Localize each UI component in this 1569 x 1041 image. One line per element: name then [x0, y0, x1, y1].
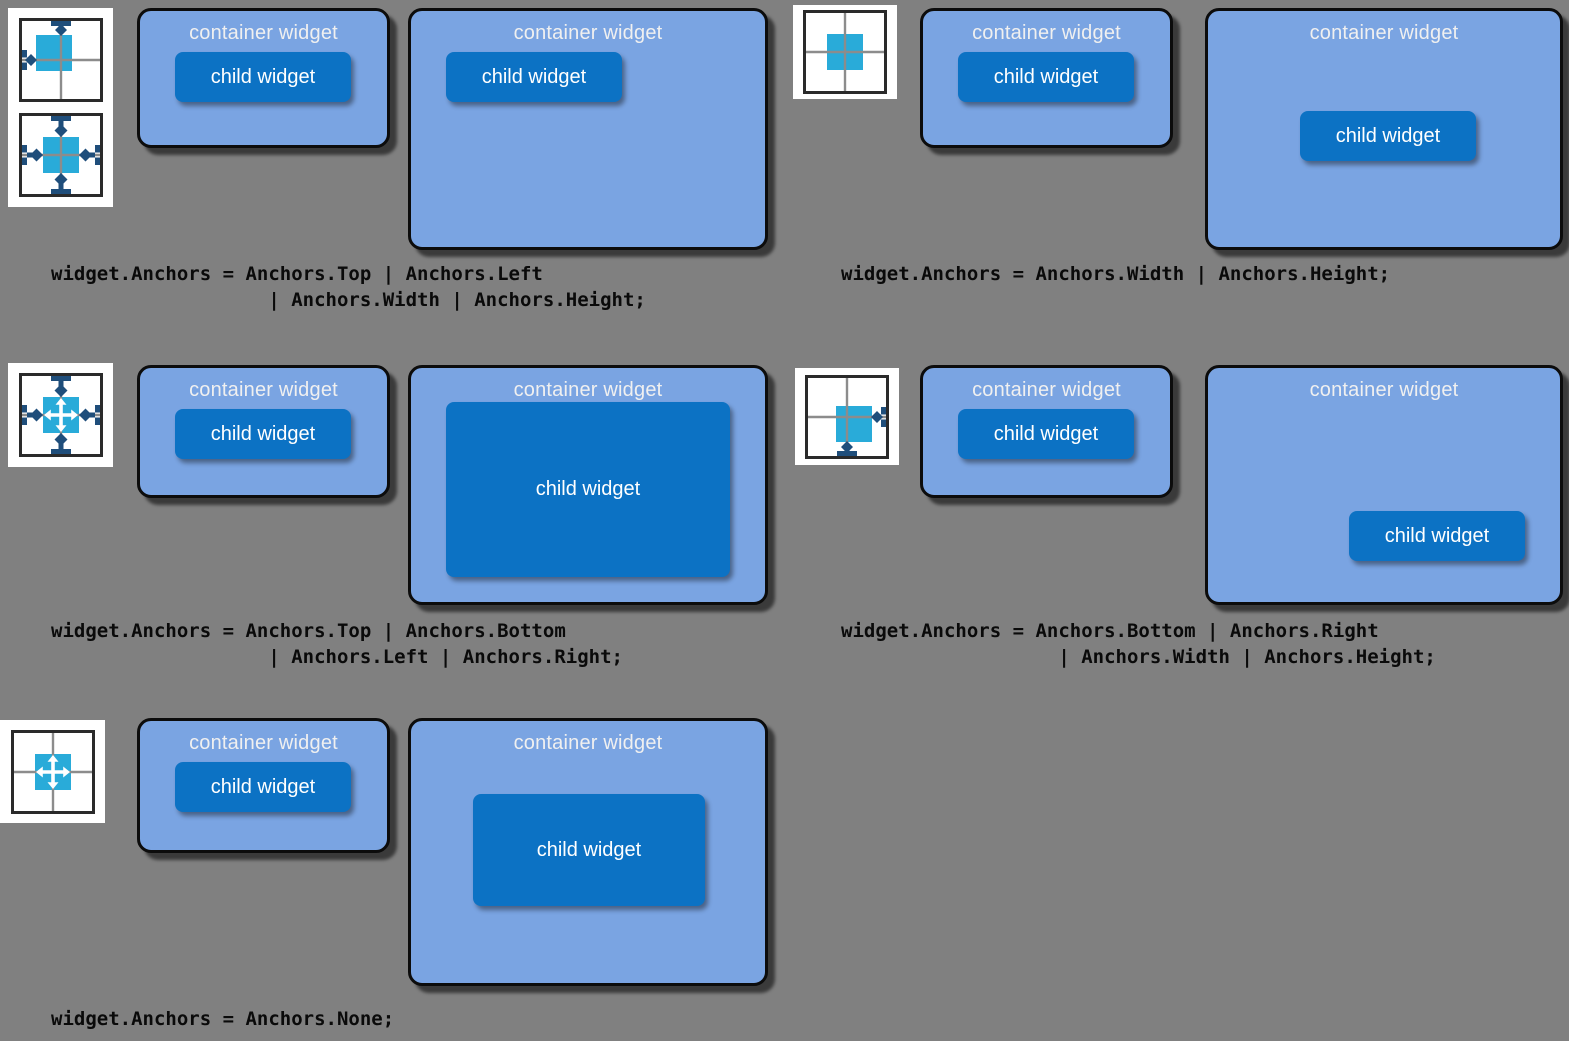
child-widget-label: child widget	[210, 65, 316, 88]
anchor-icons-card	[8, 363, 113, 467]
container-widget-label: container widget	[513, 379, 663, 401]
child-widget-label: child widget	[993, 422, 1099, 445]
container-widget-label: container widget	[513, 22, 663, 44]
code-snippet: widget.Anchors = Anchors.None;	[51, 1006, 394, 1032]
container-widget-small: container widget child widget	[920, 8, 1173, 148]
code-line: widget.Anchors = Anchors.Width | Anchors…	[841, 263, 1391, 285]
container-widget-label: container widget	[972, 22, 1121, 44]
code-snippet: widget.Anchors = Anchors.Width | Anchors…	[841, 261, 1390, 287]
child-widget: child widget	[1300, 111, 1476, 161]
anchors-all-edges-icon	[18, 112, 103, 197]
code-line: widget.Anchors = Anchors.Top | Anchors.L…	[51, 263, 543, 285]
container-widget-small: container widget child widget	[137, 365, 390, 498]
anchors-top-left-icon	[18, 18, 103, 103]
code-snippet: widget.Anchors = Anchors.Top | Anchors.B…	[51, 618, 623, 670]
container-widget-resized: container widget child widget	[408, 718, 768, 986]
child-widget: child widget	[175, 409, 351, 459]
anchors-bottom-right-icon	[805, 374, 889, 459]
child-widget-label: child widget	[535, 478, 641, 500]
child-widget-label: child widget	[210, 775, 316, 798]
child-widget: child widget	[473, 794, 705, 906]
child-widget-label: child widget	[481, 65, 587, 88]
container-widget-resized: container widget child widget	[408, 8, 768, 250]
child-widget-label: child widget	[1384, 524, 1490, 547]
anchor-icons-card	[8, 8, 113, 207]
child-widget: child widget	[958, 52, 1134, 102]
child-widget-label: child widget	[210, 422, 316, 445]
child-widget: child widget	[175, 52, 351, 102]
code-line: | Anchors.Width | Anchors.Height;	[51, 289, 646, 311]
child-widget: child widget	[446, 52, 622, 102]
anchor-icons-card	[0, 720, 105, 823]
container-widget-resized: container widget child widget	[408, 365, 768, 605]
container-widget-small: container widget child widget	[137, 8, 390, 148]
child-widget: child widget	[1349, 511, 1525, 561]
child-widget: child widget	[958, 409, 1134, 459]
anchor-icons-card	[793, 5, 897, 99]
anchors-all-edges-arrows-icon	[18, 373, 103, 457]
container-widget-label: container widget	[972, 379, 1121, 401]
child-widget-label: child widget	[993, 65, 1099, 88]
container-widget-label: container widget	[189, 732, 338, 754]
container-widget-label: container widget	[1309, 379, 1459, 401]
code-snippet: widget.Anchors = Anchors.Bottom | Anchor…	[841, 618, 1436, 670]
anchors-center-icon	[803, 10, 887, 94]
container-widget-label: container widget	[513, 732, 663, 754]
child-widget: child widget	[175, 762, 351, 812]
code-line: | Anchors.Left | Anchors.Right;	[51, 646, 623, 668]
container-widget-small: container widget child widget	[137, 718, 390, 853]
container-widget-small: container widget child widget	[920, 365, 1173, 498]
container-widget-label: container widget	[189, 379, 338, 401]
move-arrows-icon	[35, 754, 70, 789]
container-widget-resized: container widget child widget	[1205, 8, 1563, 250]
code-line: | Anchors.Width | Anchors.Height;	[841, 646, 1436, 668]
container-widget-label: container widget	[1309, 22, 1459, 44]
code-line: widget.Anchors = Anchors.Top | Anchors.B…	[51, 620, 566, 642]
code-line: widget.Anchors = Anchors.Bottom | Anchor…	[841, 620, 1379, 642]
anchors-center-arrows-icon	[10, 729, 95, 814]
container-widget-resized: container widget child widget	[1205, 365, 1563, 605]
container-widget-label: container widget	[189, 22, 338, 44]
child-widget-label: child widget	[536, 838, 642, 861]
child-widget: child widget	[446, 402, 730, 577]
anchor-icons-card	[795, 368, 899, 465]
move-arrows-icon	[43, 398, 78, 432]
code-snippet: widget.Anchors = Anchors.Top | Anchors.L…	[51, 261, 646, 313]
code-line: widget.Anchors = Anchors.None;	[51, 1008, 395, 1030]
child-widget-label: child widget	[1335, 124, 1441, 147]
